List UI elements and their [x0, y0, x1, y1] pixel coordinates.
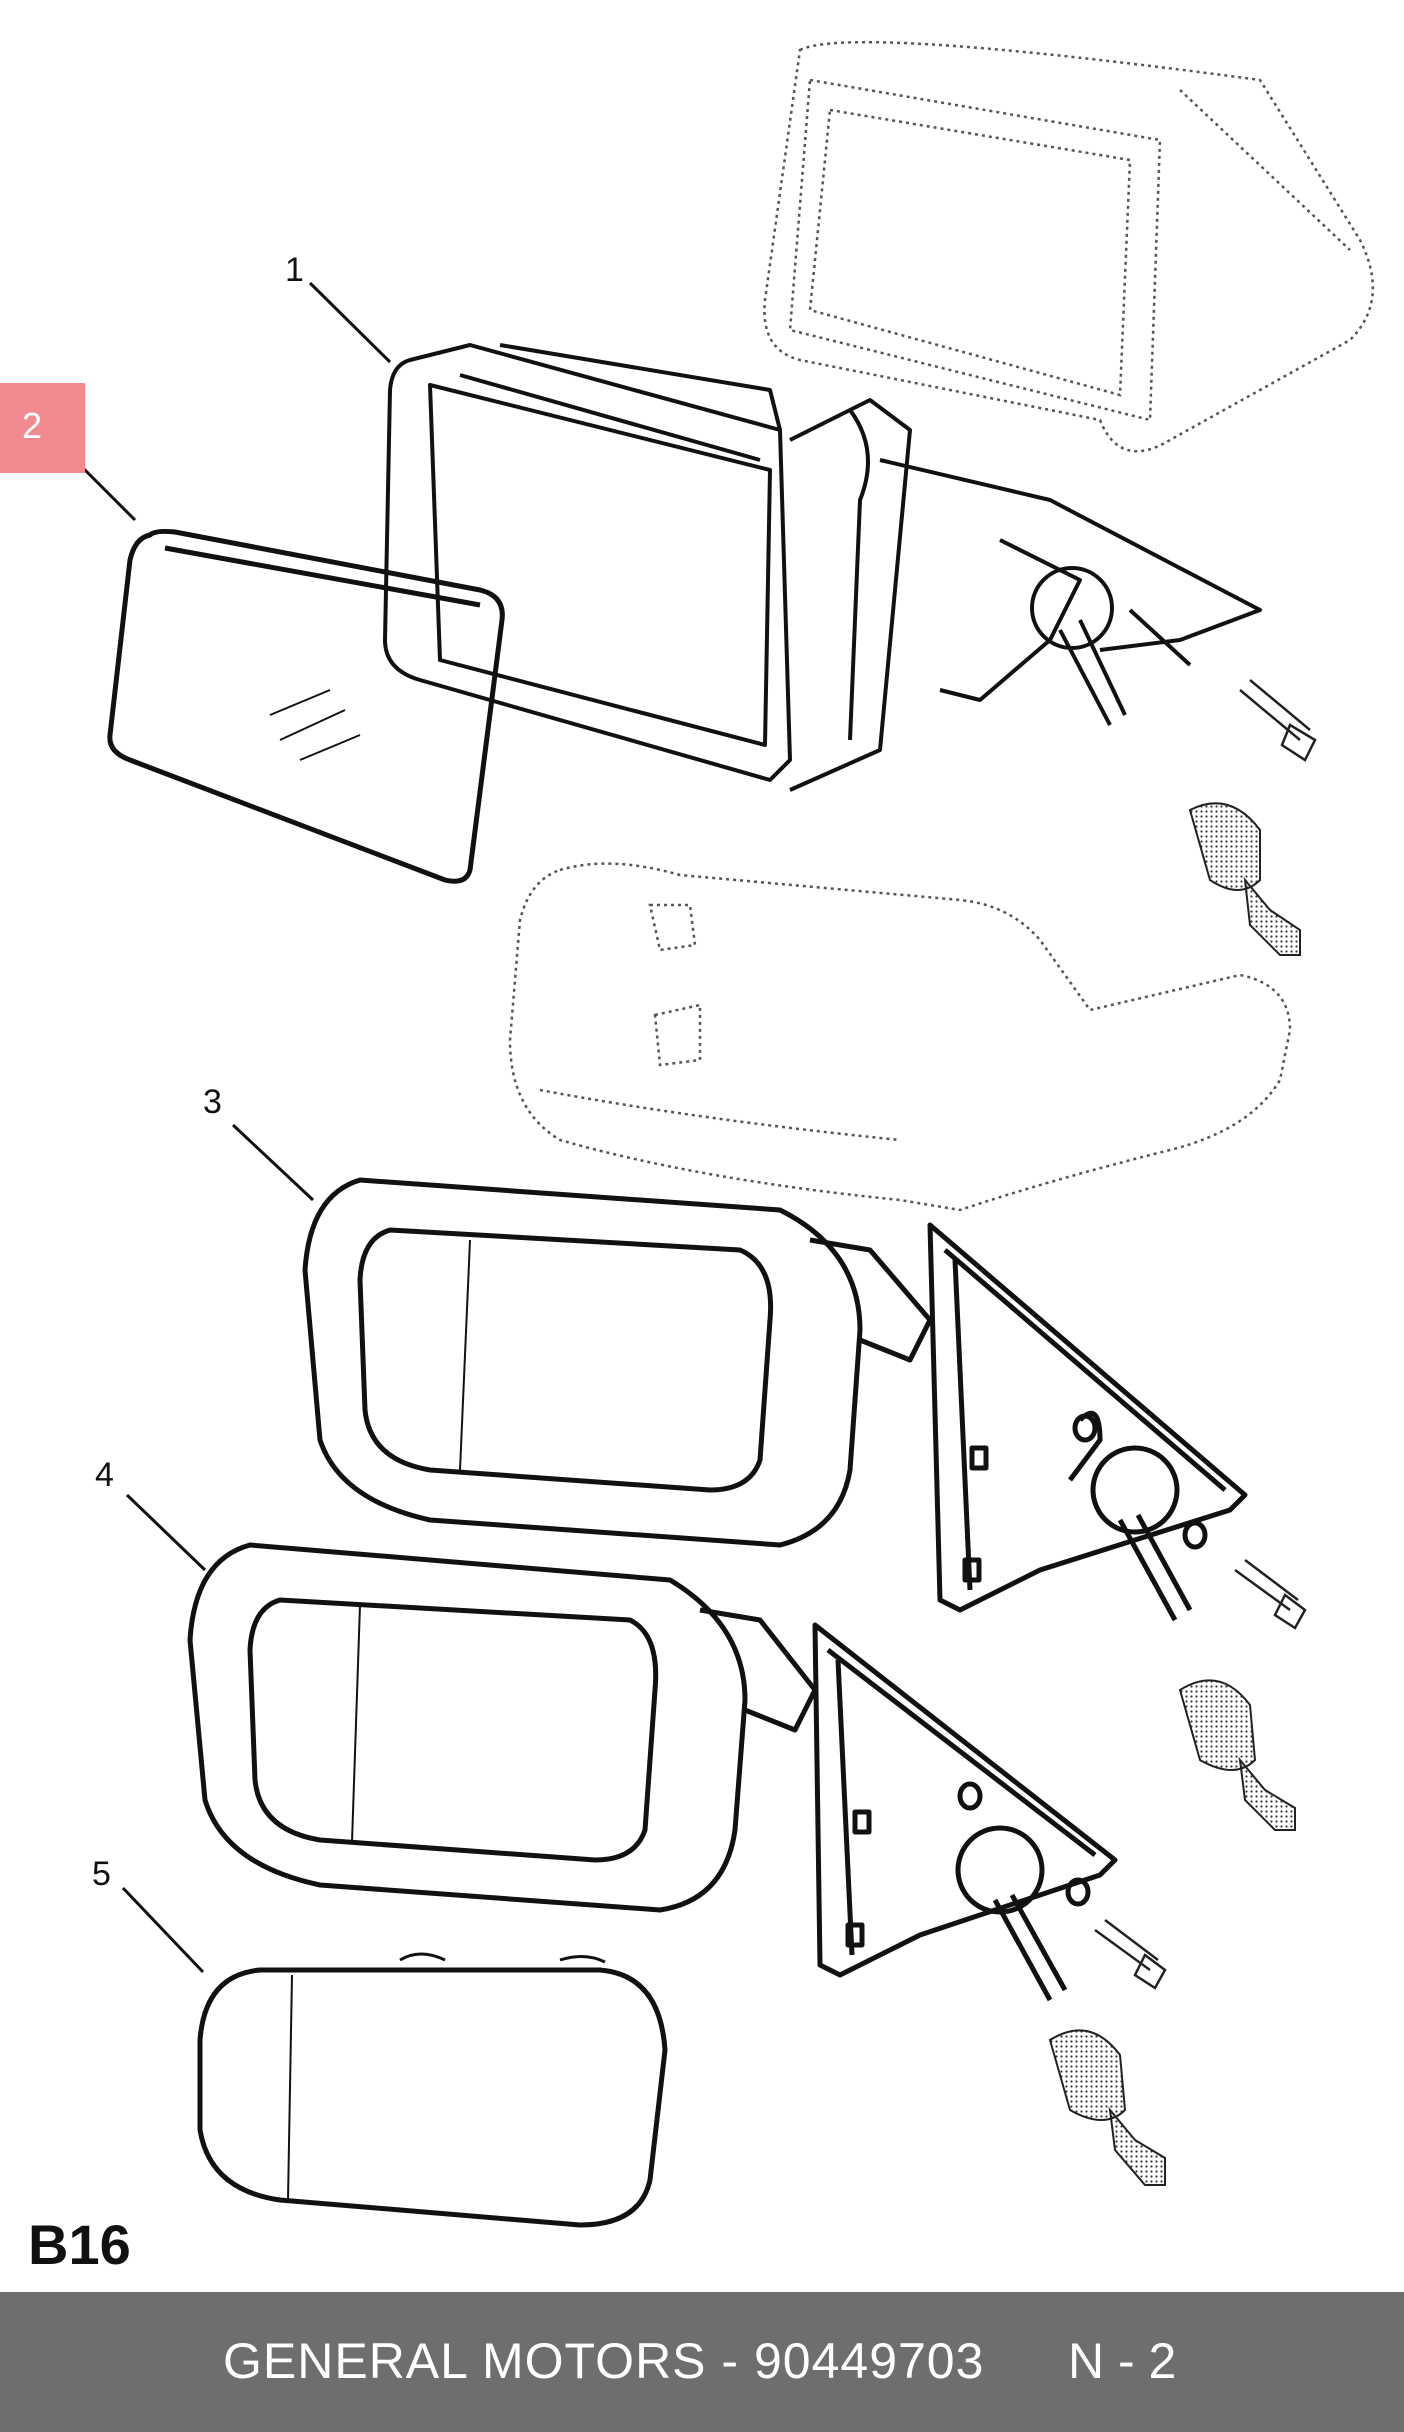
part-1-mirror-housing — [383, 343, 1262, 792]
part-4-complete-mirror-lower — [187, 1542, 1118, 2002]
callout-5[interactable]: 5 — [92, 1855, 111, 1893]
footer-page-number: N - 2 — [1068, 2333, 1177, 2389]
part-2-mirror-glass — [107, 528, 505, 884]
exploded-mirror-diagram — [53, 40, 1375, 2228]
phantom-mirror-cover-middle — [508, 862, 1292, 1212]
phantom-mirror-housing-top — [763, 40, 1375, 453]
callout-4[interactable]: 4 — [95, 1456, 114, 1494]
part-5-mirror-glass — [197, 1952, 668, 2228]
callout-1[interactable]: 1 — [285, 251, 304, 289]
callout-2-highlight[interactable]: 2 — [0, 383, 85, 473]
screw-middle — [1234, 1559, 1307, 1630]
bellows-upper — [1188, 802, 1301, 956]
section-code: B16 — [28, 2213, 131, 2276]
screw-lower — [1094, 1919, 1167, 1990]
footer-brand-part-number: GENERAL MOTORS - 90449703 — [223, 2333, 985, 2389]
callout-2: 2 — [22, 405, 43, 446]
footer-bar: GENERAL MOTORS - 90449703 N - 2 — [0, 2292, 1404, 2432]
bellows-middle — [1178, 1679, 1296, 1831]
bellows-lower — [1048, 2029, 1166, 2186]
part-3-complete-mirror-upper — [302, 1177, 1248, 1622]
callout-3[interactable]: 3 — [203, 1083, 222, 1121]
callout-leaders — [53, 281, 392, 1974]
screw-upper — [1239, 679, 1317, 762]
